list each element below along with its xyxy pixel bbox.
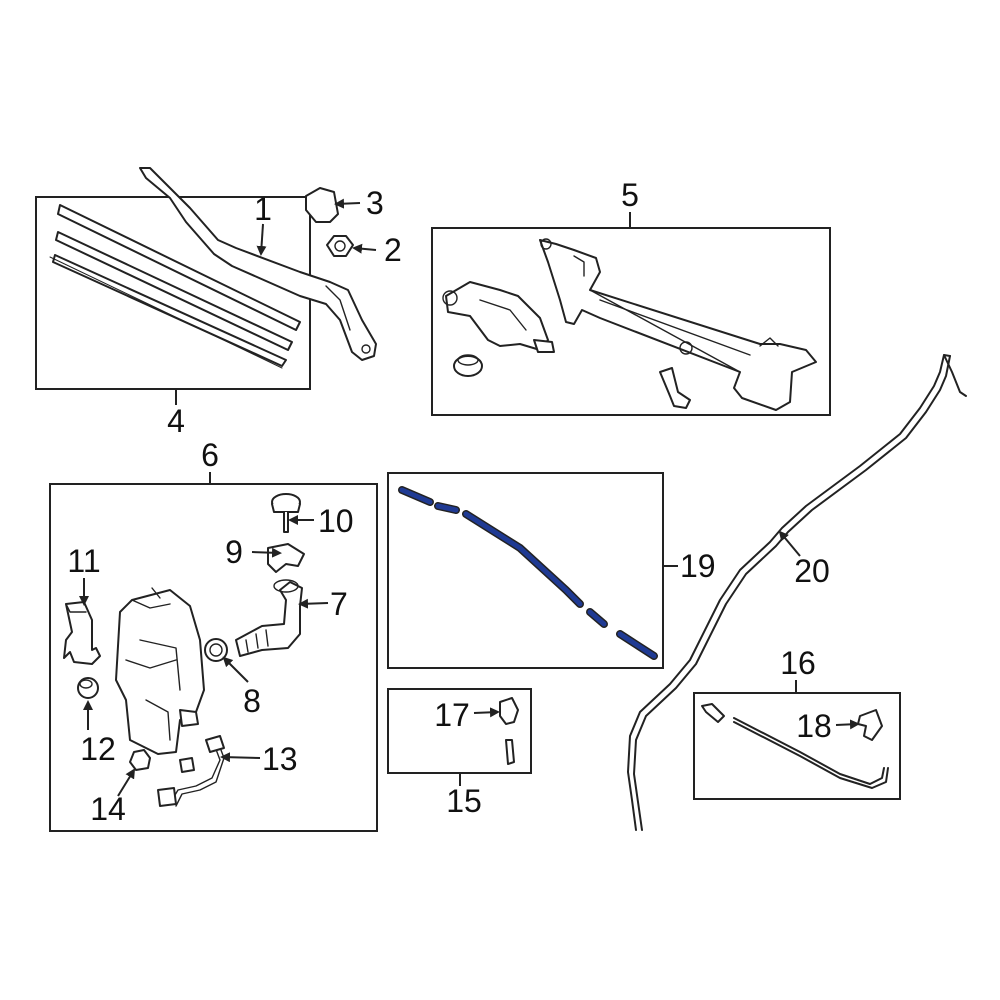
callout-15[interactable]: 15 — [446, 783, 482, 819]
callout-labels: 1 2 3 4 5 6 7 8 9 10 11 12 13 14 15 16 1… — [67, 177, 831, 827]
wiper-motor[interactable] — [442, 281, 555, 353]
wiper-blades[interactable] — [49, 204, 301, 369]
grommet[interactable] — [453, 354, 483, 377]
rear-hose[interactable] — [701, 703, 889, 789]
washer-reservoir[interactable] — [115, 587, 205, 755]
callout-9[interactable]: 9 — [225, 534, 243, 570]
callout-8[interactable]: 8 — [243, 683, 261, 719]
hose-box — [387, 472, 664, 669]
long-hose[interactable] — [627, 354, 967, 831]
level-sensor[interactable] — [129, 749, 151, 771]
arm-nut[interactable] — [326, 235, 354, 257]
leader-lines — [79, 198, 860, 797]
callout-14[interactable]: 14 — [90, 791, 126, 827]
callout-18[interactable]: 18 — [796, 708, 832, 744]
pivot-bolt[interactable] — [659, 367, 691, 409]
callout-2[interactable]: 2 — [384, 232, 402, 268]
callout-19[interactable]: 19 — [680, 548, 716, 584]
callout-3[interactable]: 3 — [366, 185, 384, 221]
callout-7[interactable]: 7 — [330, 586, 348, 622]
washer-nozzle[interactable] — [499, 697, 519, 765]
callout-4[interactable]: 4 — [167, 403, 185, 439]
linkage-frame[interactable] — [539, 238, 817, 411]
reservoir-box — [49, 483, 378, 832]
callout-6[interactable]: 6 — [201, 437, 219, 473]
washer-hose[interactable] — [398, 486, 658, 660]
callout-20[interactable]: 20 — [794, 553, 830, 589]
callout-1[interactable]: 1 — [254, 191, 272, 227]
filler-neck[interactable] — [235, 579, 303, 657]
nozzle-box — [387, 688, 532, 774]
callout-11[interactable]: 11 — [67, 543, 100, 579]
filler-seal[interactable] — [204, 638, 228, 662]
pump-grommet[interactable] — [77, 677, 99, 699]
callout-13[interactable]: 13 — [262, 741, 298, 777]
callout-12[interactable]: 12 — [80, 731, 116, 767]
filler-cap[interactable] — [271, 493, 301, 533]
callout-17[interactable]: 17 — [434, 697, 470, 733]
wiring-harness[interactable] — [157, 735, 225, 807]
callout-5[interactable]: 5 — [621, 177, 639, 213]
wiper-arm[interactable] — [139, 167, 377, 361]
callout-10[interactable]: 10 — [318, 503, 354, 539]
arm-cap[interactable] — [305, 187, 339, 223]
filler-bracket[interactable] — [267, 543, 305, 573]
callout-16[interactable]: 16 — [780, 645, 816, 681]
rear-nozzle[interactable] — [857, 709, 883, 741]
washer-pump[interactable] — [63, 601, 101, 665]
